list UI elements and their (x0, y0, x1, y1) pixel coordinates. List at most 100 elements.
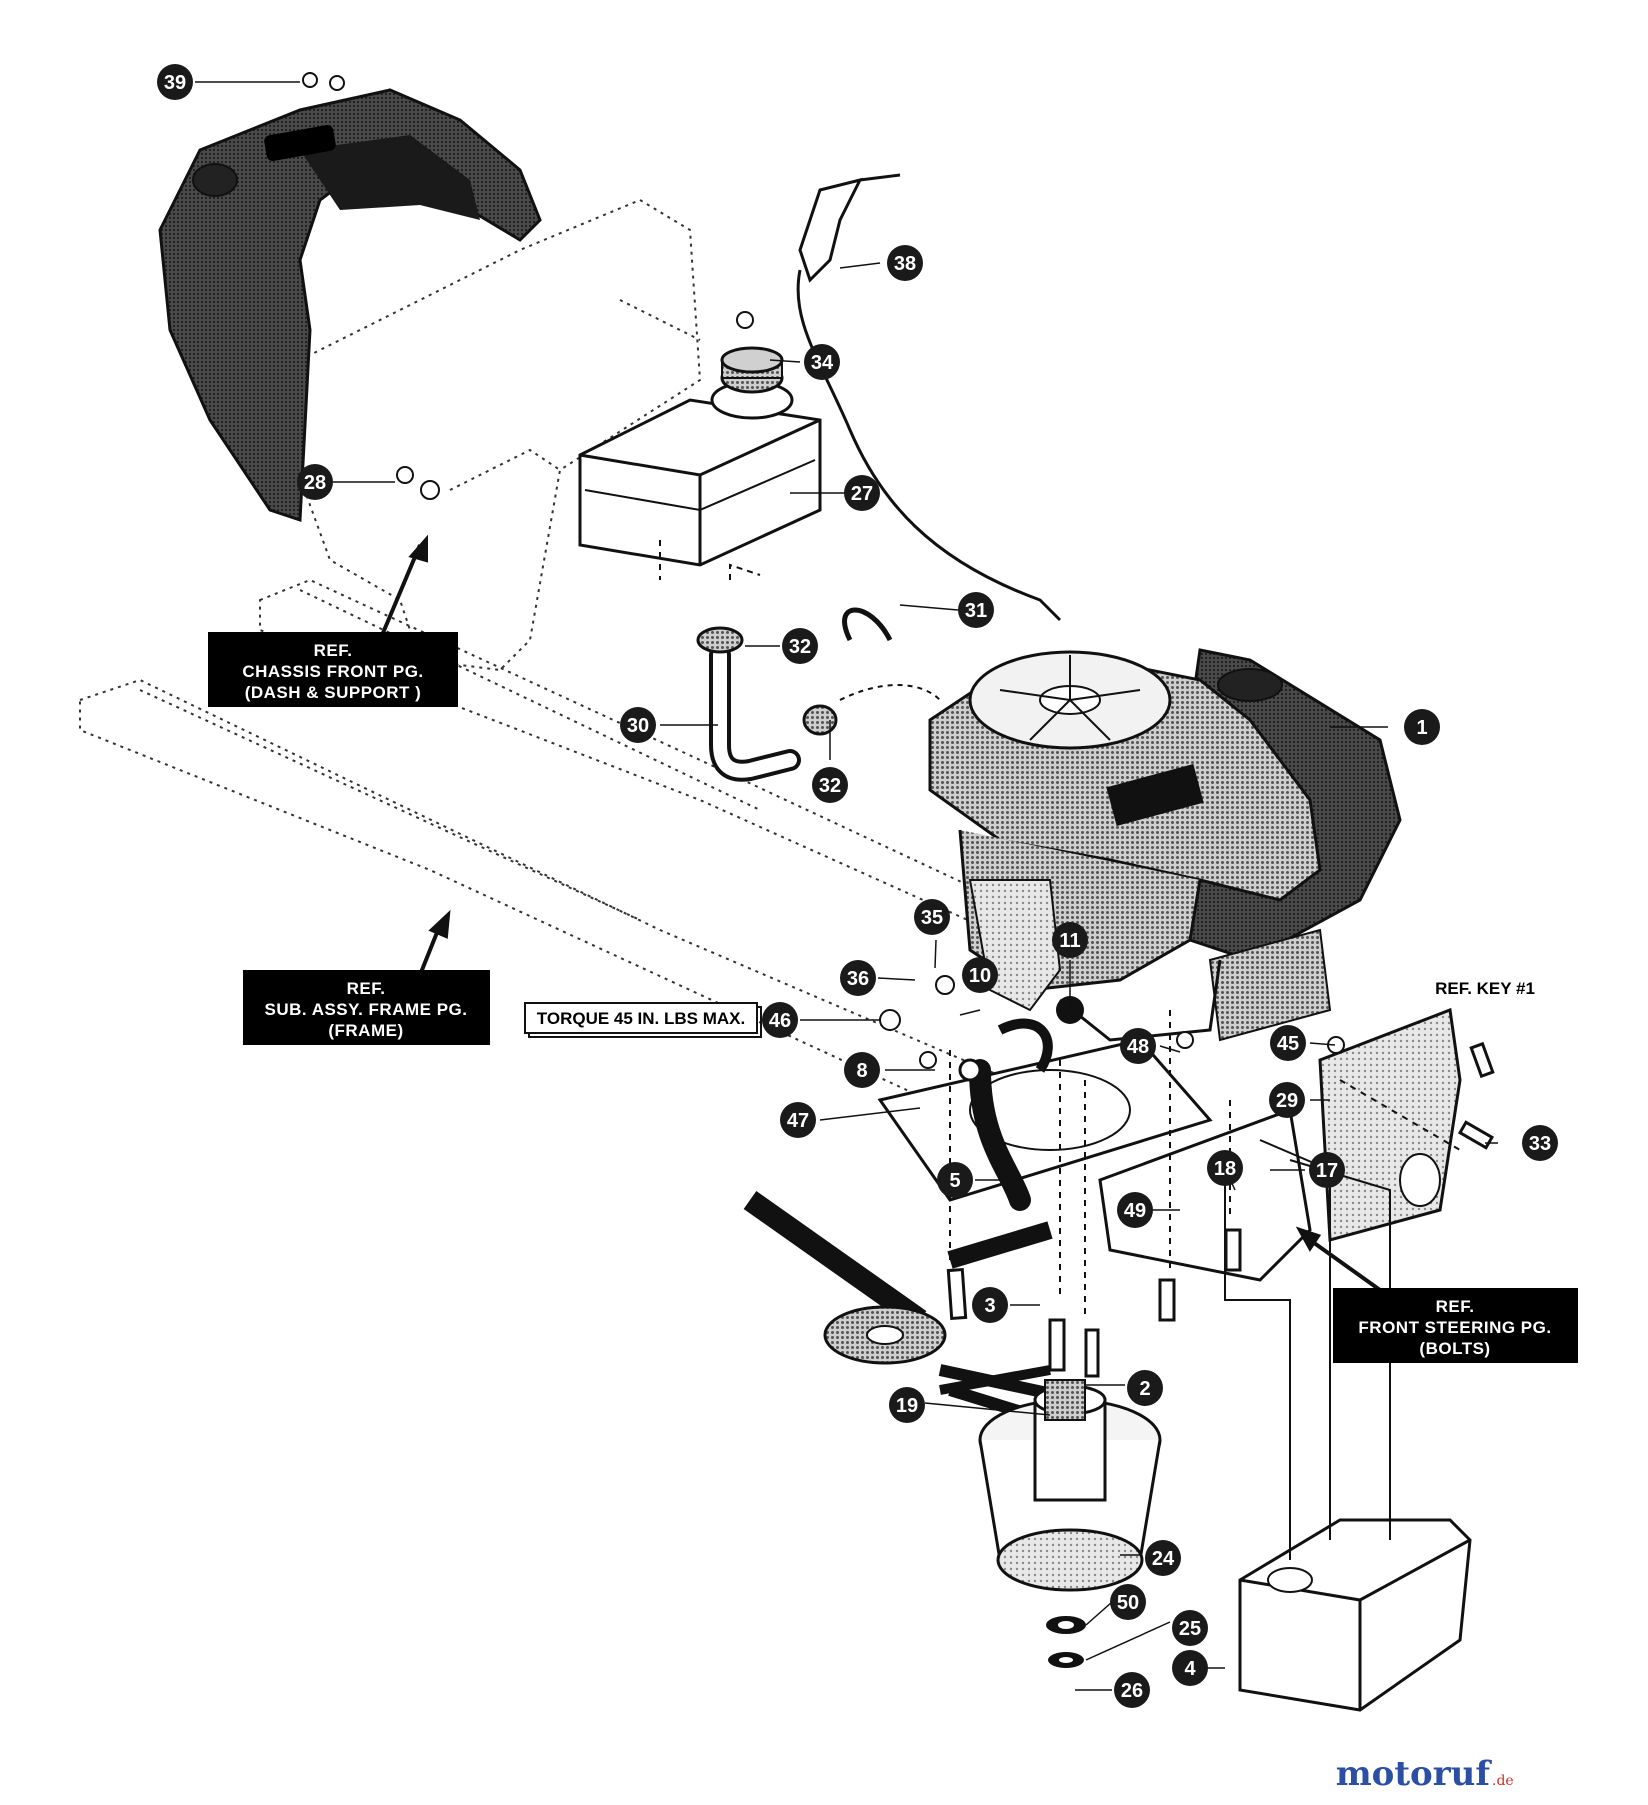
callout-26: 26 (1114, 1672, 1150, 1708)
callout-29: 29 (1269, 1082, 1305, 1118)
fuel-line (696, 563, 941, 782)
callout-1: 1 (1404, 709, 1440, 745)
callout-bubble (1127, 1370, 1163, 1406)
ref-chassis-line1: REF. (314, 641, 353, 660)
frame-rails (79, 578, 1022, 1132)
callout-number: 34 (811, 352, 834, 374)
ref-frame-line2: SUB. ASSY. FRAME PG. (264, 1000, 467, 1019)
callout-bubble (844, 475, 880, 511)
callout-34: 34 (804, 344, 840, 380)
callout-number: 24 (1152, 1548, 1175, 1570)
callout-bubble (937, 1162, 973, 1198)
callout-number: 25 (1179, 1618, 1201, 1640)
callout-number: 4 (1184, 1658, 1196, 1680)
callout-bubble (1522, 1125, 1558, 1161)
callout-number: 36 (847, 968, 869, 990)
engine-bracket (1318, 1007, 1462, 1242)
ref-chassis-line3: (DASH & SUPPORT ) (245, 683, 422, 702)
callout-49: 49 (1117, 1192, 1153, 1228)
callout-bubble (958, 592, 994, 628)
callout-number: 19 (896, 1395, 918, 1417)
engine (928, 648, 1402, 1042)
callout-31: 31 (958, 592, 994, 628)
callout-bubble (1145, 1540, 1181, 1576)
callout-27: 27 (844, 475, 880, 511)
callout-bubble (914, 899, 950, 935)
callout-47: 47 (780, 1102, 816, 1138)
ref-box-frame: REF. SUB. ASSY. FRAME PG. (FRAME) (243, 970, 490, 1045)
callout-bubble (1269, 1082, 1305, 1118)
callout-30: 30 (620, 707, 656, 743)
ref-chassis-line2: CHASSIS FRONT PG. (242, 662, 423, 681)
callout-50: 50 (1110, 1584, 1146, 1620)
callout-number: 30 (627, 715, 649, 737)
callout-bubble (840, 960, 876, 996)
watermark-text: motoruf (1336, 1754, 1493, 1794)
callout-39: 39 (157, 64, 193, 100)
callout-8: 8 (844, 1052, 880, 1088)
callout-bubble (1404, 709, 1440, 745)
callout-bubble (1120, 1028, 1156, 1064)
torque-note-text: TORQUE 45 IN. LBS MAX. (537, 1009, 745, 1028)
callout-bubble (1052, 922, 1088, 958)
callout-bubble (1309, 1152, 1345, 1188)
callout-number: 32 (819, 775, 841, 797)
watermark: motoruf .de (1336, 1754, 1514, 1794)
callout-number: 17 (1316, 1160, 1338, 1182)
muffler (1224, 1139, 1472, 1712)
belt-and-pulleys (743, 1191, 1162, 1668)
callout-25: 25 (1172, 1610, 1208, 1646)
callout-bubble (157, 64, 193, 100)
torque-note: TORQUE 45 IN. LBS MAX. (524, 1002, 762, 1038)
callout-number: 33 (1529, 1133, 1551, 1155)
callout-2: 2 (1127, 1370, 1163, 1406)
callout-bubble (297, 464, 333, 500)
callout-bubble (782, 628, 818, 664)
callout-number: 27 (851, 483, 873, 505)
callout-number: 5 (949, 1170, 960, 1192)
callout-bubble (1270, 1025, 1306, 1061)
mount-plate (877, 1038, 1312, 1282)
ref-box-chassis: REF. CHASSIS FRONT PG. (DASH & SUPPORT ) (208, 632, 458, 707)
callout-bubble (889, 1387, 925, 1423)
callout-number: 49 (1124, 1200, 1146, 1222)
callout-number: 48 (1127, 1036, 1149, 1058)
callout-bubble (1207, 1150, 1243, 1186)
callout-bubble (1172, 1610, 1208, 1646)
callout-45: 45 (1270, 1025, 1306, 1061)
ref-frame-line3: (FRAME) (328, 1021, 403, 1040)
callout-38: 38 (887, 245, 923, 281)
callout-11: 11 (1052, 922, 1088, 958)
callout-number: 38 (894, 253, 916, 275)
ref-key-label: REF. KEY #1 (1435, 979, 1535, 998)
callout-46: 46 (762, 1002, 798, 1038)
callout-bubble (762, 1002, 798, 1038)
callout-bubble (972, 1287, 1008, 1323)
callout-32: 32 (812, 767, 848, 803)
callout-number: 39 (164, 72, 186, 94)
ref-steering-line3: (BOLTS) (1419, 1339, 1490, 1358)
callout-28: 28 (297, 464, 333, 500)
ref-steering-line2: FRONT STEERING PG. (1358, 1318, 1551, 1337)
ref-pointers (378, 534, 1382, 1292)
callout-17: 17 (1309, 1152, 1345, 1188)
callout-bubble (1110, 1584, 1146, 1620)
callout-bubble (780, 1102, 816, 1138)
throttle-cable (796, 173, 1062, 622)
callout-32: 32 (782, 628, 818, 664)
callout-bubble (1117, 1192, 1153, 1228)
callout-bubble (812, 767, 848, 803)
callout-number: 28 (304, 472, 326, 494)
callout-19: 19 (889, 1387, 925, 1423)
callout-number: 2 (1139, 1378, 1150, 1400)
fuel-tank (578, 398, 822, 567)
ref-steering-line1: REF. (1436, 1297, 1475, 1316)
callout-number: 29 (1276, 1090, 1298, 1112)
callout-10: 10 (962, 957, 998, 993)
callout-48: 48 (1120, 1028, 1156, 1064)
callout-bubble (620, 707, 656, 743)
callout-number: 32 (789, 636, 811, 658)
callout-bubble (962, 957, 998, 993)
